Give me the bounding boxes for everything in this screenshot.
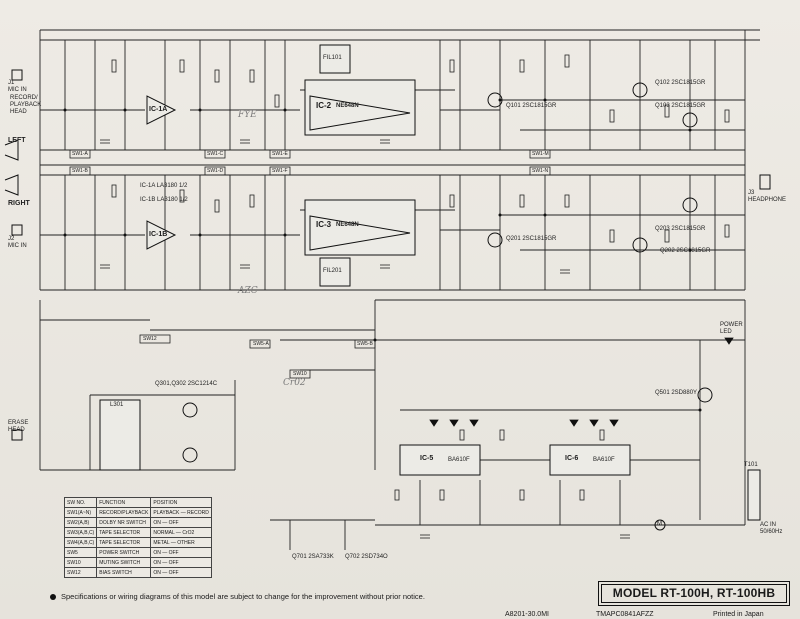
ic-2-label: IC-2: [316, 101, 332, 110]
ic-6-body: [549, 444, 631, 476]
ic-6-part: BA610F: [593, 457, 615, 463]
table-row: SW2(A,B) DOLBY NR SWITCH ON — OFF: [63, 517, 212, 528]
notice-text: Specifications or wiring diagrams of thi…: [61, 592, 425, 601]
switch-label: SW1-D: [207, 168, 224, 174]
table-cell: RECORD/PLAYBACK: [96, 507, 152, 518]
table-cell: ON — OFF: [150, 517, 212, 528]
model-title: MODEL RT-100H, RT-100HB: [598, 581, 790, 606]
table-cell: POWER SWITCH: [96, 547, 152, 558]
q201-label: Q201 2SC1815GR: [506, 236, 557, 242]
table-cell: MUTING SWITCH: [96, 557, 152, 568]
table-cell: SW3(A,B,C): [63, 527, 98, 538]
table-cell: ON — OFF: [150, 567, 212, 578]
table-cell: SW12: [63, 567, 98, 578]
ic-1a-symbol: [146, 95, 177, 125]
pencil-note-2: FYE: [238, 110, 257, 120]
q501-label: Q501 2SD880Y: [655, 390, 698, 396]
switch-function-table: SW NO. FUNCTION POSITION SW1(A~N) RECORD…: [63, 497, 212, 578]
switch-label: SW1-N: [532, 168, 549, 174]
switch-label: SW1-F: [272, 168, 288, 174]
ic-1b-part-note: IC-1B LA3180 1/2: [140, 197, 188, 203]
ic-1b-symbol: [146, 220, 177, 250]
q101-label: Q101 2SC1815GR: [506, 103, 557, 109]
ic-3-body: [304, 199, 416, 256]
q202-label: Q202 2SC1815GR: [660, 248, 711, 254]
pencil-note-1: AZC: [238, 286, 258, 296]
q702-label: Q702 2SD734O: [345, 554, 388, 560]
footer-printed: Printed in Japan: [713, 611, 764, 618]
switch-label: SW12: [143, 336, 157, 342]
motor-label: M: [657, 521, 662, 527]
footer-left-code: A8201-30.0MI: [505, 611, 549, 618]
table-cell: DOLBY NR SWITCH: [96, 517, 152, 528]
pencil-note-3: Cr02: [283, 378, 306, 388]
q103-label: Q103 2SC1815GR: [655, 103, 706, 109]
table-cell: SW1(A~N): [63, 507, 98, 518]
table-header-cell: POSITION: [150, 497, 212, 508]
footer-doc-code: TMAPC0841AFZZ: [596, 611, 654, 618]
table-cell: TAPE SELECTOR: [96, 537, 152, 548]
ic-1a-part-note: IC-1A LA3180 1/2: [140, 183, 188, 189]
switch-label: SW1-B: [72, 168, 88, 174]
table-header-cell: FUNCTION: [96, 497, 152, 508]
switch-label: SW1-M: [532, 151, 549, 157]
switch-label: SW1-E: [272, 151, 288, 157]
table-cell: ON — OFF: [150, 557, 212, 568]
ic-6-label: IC-6: [565, 455, 579, 462]
q701-label: Q701 2SA733K: [292, 554, 334, 560]
table-cell: NORMAL — CrO2: [150, 527, 212, 538]
right-channel-label: RIGHT: [8, 200, 30, 207]
ic-5-part: BA610F: [448, 457, 470, 463]
table-row: SW12 BIAS SWITCH ON — OFF: [63, 567, 212, 578]
t101-label: T101: [744, 462, 758, 468]
table-cell: SW4(A,B,C): [63, 537, 98, 548]
ic-3-label: IC-3: [316, 220, 332, 229]
bullet-icon: [50, 594, 56, 600]
q102-label: Q102 2SC1815GR: [655, 80, 706, 86]
ic-1a-label: IC-1A: [149, 106, 168, 113]
table-row: SW1(A~N) RECORD/PLAYBACK PLAYBACK — RECO…: [63, 507, 212, 518]
table-cell: SW10: [63, 557, 98, 568]
q203-label: Q203 2SC1815GR: [655, 226, 706, 232]
ic-3-part: NE648N: [336, 222, 359, 228]
switch-label: SW10: [293, 371, 307, 377]
q301-label: Q301,Q302 2SC1214C: [155, 381, 218, 387]
switch-label: SW1-A: [72, 151, 88, 157]
ic-2-body: [304, 79, 416, 136]
ic-5-body: [399, 444, 481, 476]
table-row: SW5 POWER SWITCH ON — OFF: [63, 547, 212, 558]
table-cell: BIAS SWITCH: [96, 567, 152, 578]
ic-2-part: NE648N: [336, 103, 359, 109]
switch-label: SW1-C: [207, 151, 224, 157]
table-row: SW4(A,B,C) TAPE SELECTOR METAL — OTHER: [63, 537, 212, 548]
table-cell: ON — OFF: [150, 547, 212, 558]
table-cell: METAL — OTHER: [150, 537, 212, 548]
switch-label: SW5-B: [357, 341, 373, 347]
table-cell: PLAYBACK — RECORD: [150, 507, 212, 518]
table-cell: SW2(A,B): [63, 517, 98, 528]
table-header-row: SW NO. FUNCTION POSITION: [63, 497, 212, 508]
table-row: SW10 MUTING SWITCH ON — OFF: [63, 557, 212, 568]
filter-top-label: FIL101: [323, 55, 342, 61]
l301-label: L301: [110, 402, 124, 408]
table-cell: TAPE SELECTOR: [96, 527, 152, 538]
left-channel-label: LEFT: [8, 137, 26, 144]
table-header-cell: SW NO.: [63, 497, 98, 508]
switch-label: SW5-A: [253, 341, 269, 347]
filter-bottom-label: FIL201: [323, 268, 342, 274]
table-cell: SW5: [63, 547, 98, 558]
ic-5-label: IC-5: [420, 455, 434, 462]
table-row: SW3(A,B,C) TAPE SELECTOR NORMAL — CrO2: [63, 527, 212, 538]
ic-1b-label: IC-1B: [149, 231, 168, 238]
